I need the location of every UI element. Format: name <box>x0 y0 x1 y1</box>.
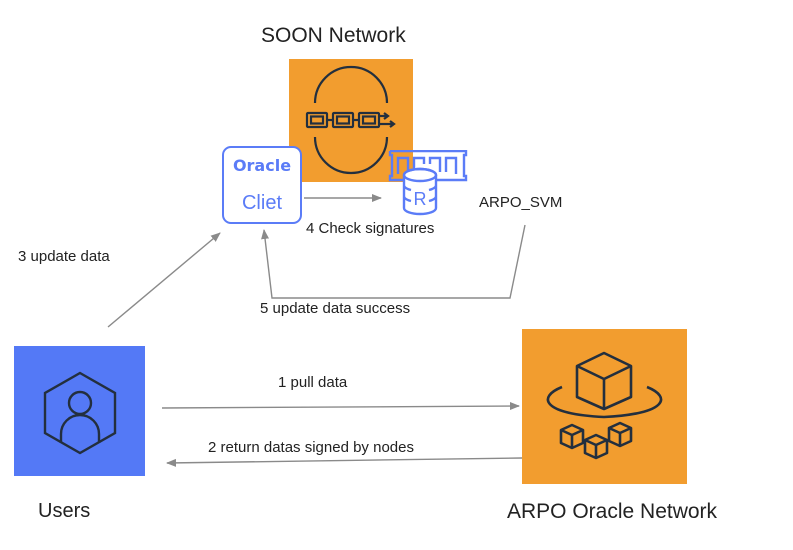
arpo-oracle-network-label: ARPO Oracle Network <box>507 500 718 523</box>
user-hexagon-icon <box>43 371 117 455</box>
arpo-oracle-network-node[interactable] <box>522 329 687 484</box>
edge-1-label: 1 pull data <box>278 374 348 391</box>
users-node[interactable] <box>14 346 145 476</box>
users-label: Users <box>38 500 91 522</box>
arpo-svm-label: ARPO_SVM <box>479 194 563 211</box>
edge-3-label: 3 update data <box>18 248 110 265</box>
edge-3-update-data[interactable] <box>107 232 221 328</box>
edge-2-label: 2 return datas signed by nodes <box>208 439 414 456</box>
oracle-client-label-line2: Cliet <box>241 192 282 214</box>
soon-network-title: SOON Network <box>261 24 406 47</box>
oracle-client-label-line1: Oracle <box>232 156 292 175</box>
edge-5-label: 5 update data success <box>260 300 411 317</box>
oracle-client-node[interactable]: Oracle Cliet <box>222 146 302 224</box>
edge-2-return-data[interactable] <box>166 457 523 467</box>
arpo-svm-node[interactable]: R <box>386 149 470 220</box>
edge-4-label: 4 Check signatures <box>306 220 435 237</box>
svg-text:R: R <box>414 189 427 209</box>
edge-1-pull-data[interactable] <box>161 402 520 411</box>
database-memory-icon: R <box>388 149 468 216</box>
edge-5-update-success[interactable] <box>261 224 526 299</box>
cube-nodes-icon <box>546 351 663 460</box>
blockchain-icon <box>305 65 396 175</box>
